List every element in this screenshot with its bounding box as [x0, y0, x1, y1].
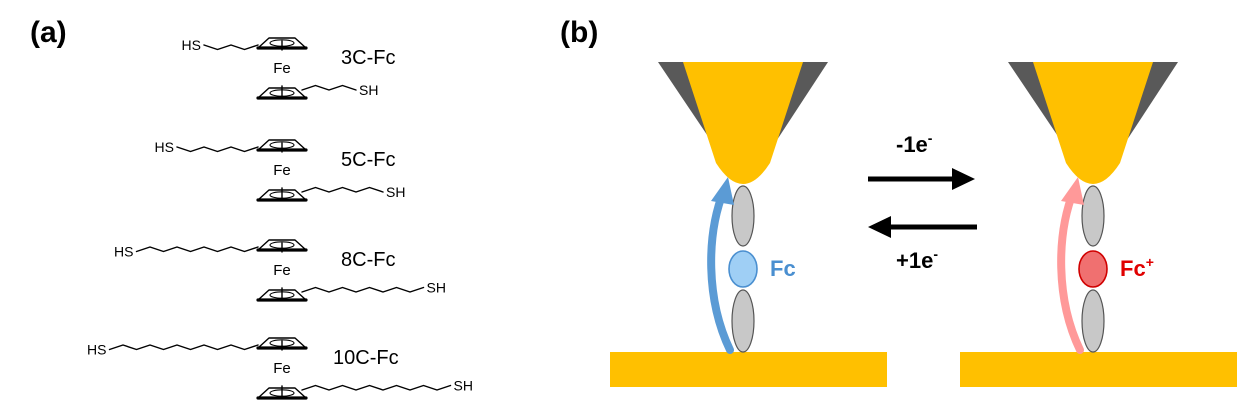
panel-b-label: (b): [560, 16, 598, 49]
alkyl-chain-lower-0: [301, 84, 357, 91]
molecule-name-2: 8C-Fc: [341, 249, 395, 271]
oxidation-label: -1e-: [896, 130, 933, 157]
tip-right: [1033, 62, 1153, 184]
alkyl-chain-lower-3: [301, 384, 452, 391]
molecule-name-0: 3C-Fc: [341, 47, 395, 69]
thiol-lower-3: SH: [454, 378, 473, 394]
cp-ring-top-upper-2: [257, 239, 307, 251]
thiol-upper-3: HS: [87, 342, 106, 358]
cp-ring-top-upper-1: [257, 139, 307, 151]
lobe-left-top: [731, 185, 755, 247]
fc-plus-label: Fc+: [1120, 254, 1154, 281]
panel-a-label: (a): [30, 16, 67, 49]
fe-label-3: Fe: [273, 360, 291, 377]
molecule-name-1: 5C-Fc: [341, 149, 395, 171]
lobe-right-top: [1081, 185, 1105, 247]
ferrocene-ball-left: [728, 250, 758, 288]
junction-right: Fc+: [960, 62, 1237, 387]
electron-path-left: [707, 186, 734, 354]
alkyl-chain-upper-2: [135, 246, 259, 253]
fe-label-1: Fe: [273, 162, 291, 179]
molecule-name-3: 10C-Fc: [333, 347, 399, 369]
substrate-right: [960, 352, 1237, 387]
junction-left: Fc: [610, 62, 887, 387]
lobe-right-bottom: [1081, 289, 1105, 353]
thiol-lower-0: SH: [359, 82, 378, 98]
thiol-upper-1: HS: [155, 139, 174, 155]
thiol-upper-2: HS: [114, 244, 133, 260]
alkyl-chain-lower-2: [301, 286, 425, 293]
substrate-left: [610, 352, 887, 387]
alkyl-chain-upper-1: [176, 146, 259, 153]
fc-label: Fc: [770, 256, 796, 281]
thiol-lower-1: SH: [386, 184, 405, 200]
fe-label-0: Fe: [273, 60, 291, 77]
redox-arrows: -1e- +1e-: [868, 130, 977, 273]
electron-arrowhead-left: [711, 177, 734, 205]
molecule-list: FeHSSH3C-FcFeHSSH5C-FcFeHSSH8C-FcFeHSSH1…: [87, 37, 473, 400]
lobe-left-bottom: [731, 289, 755, 353]
alkyl-chain-upper-0: [203, 44, 259, 51]
cp-ring-top-upper-3: [257, 337, 307, 349]
electron-arrowhead-right: [1061, 177, 1084, 205]
tip-left: [683, 62, 803, 184]
alkyl-chain-upper-3: [108, 344, 259, 351]
ferrocenium-ball-right: [1078, 250, 1108, 288]
thiol-upper-0: HS: [182, 37, 201, 53]
electron-path-right: [1057, 186, 1084, 354]
fe-label-2: Fe: [273, 262, 291, 279]
reduction-arrowhead: [868, 216, 891, 238]
oxidation-arrowhead: [952, 168, 975, 190]
thiol-lower-2: SH: [427, 280, 446, 296]
alkyl-chain-lower-1: [301, 186, 384, 193]
cp-ring-top-upper-0: [257, 37, 307, 49]
reduction-label: +1e-: [896, 246, 938, 273]
